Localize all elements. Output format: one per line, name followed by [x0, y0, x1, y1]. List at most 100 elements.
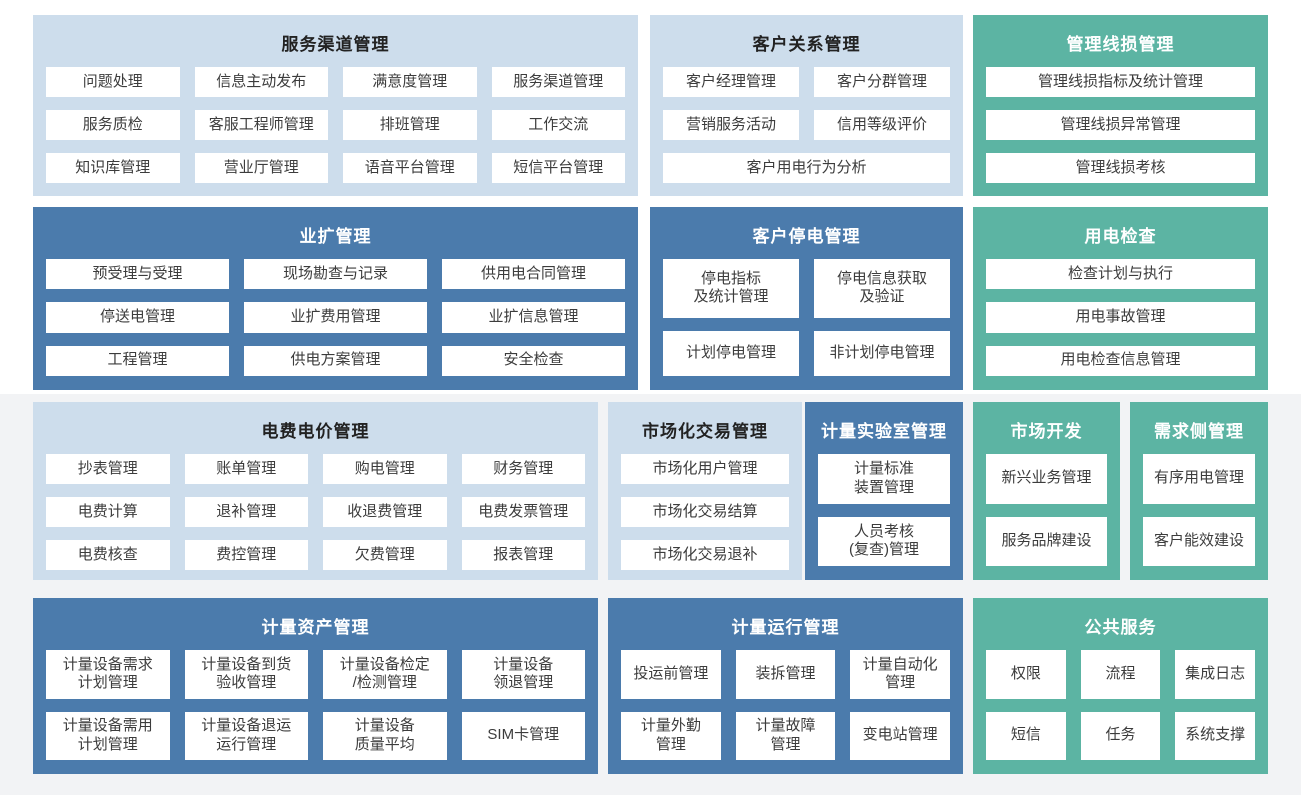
module-card: 现场勘查与记录	[244, 259, 427, 290]
module-card: 短信平台管理	[491, 153, 625, 183]
module-card: 抄表管理	[46, 454, 170, 484]
module-list: 新兴业务管理服务品牌建设	[973, 452, 1120, 580]
module-card: 购电管理	[323, 454, 447, 484]
module-card: 计量外勤 管理	[621, 711, 721, 760]
module-list: 检查计划与执行用电事故管理用电检查信息管理	[973, 257, 1268, 390]
block-metering-operation-mgmt: 计量运行管理 投运前管理装拆管理计量自动化 管理计量外勤 管理计量故障 管理变电…	[608, 598, 963, 774]
module-card: 客服工程师管理	[194, 110, 328, 140]
block-title: 公共服务	[1084, 617, 1157, 637]
module-card: 客户能效建设	[1143, 516, 1255, 566]
module-card: 装拆管理	[735, 650, 836, 699]
block-tariff-billing-mgmt: 电费电价管理 抄表管理账单管理购电管理财务管理电费计算退补管理收退费管理电费发票…	[33, 402, 598, 580]
module-list: 抄表管理账单管理购电管理财务管理电费计算退补管理收退费管理电费发票管理电费核查费…	[33, 452, 598, 584]
module-card: 系统支撑	[1175, 711, 1255, 760]
module-card: 营业厅管理	[194, 153, 328, 183]
block-title: 客户停电管理	[752, 226, 861, 246]
module-card: 计量设备退运 运行管理	[184, 711, 308, 760]
block-metering-lab-mgmt: 计量实验室管理 计量标准 装置管理人员考核 (复查)管理	[805, 402, 963, 580]
block-public-services: 公共服务 权限流程集成日志短信任务系统支撑	[973, 598, 1268, 774]
module-card: 服务渠道管理	[491, 67, 625, 97]
block-title: 计量资产管理	[261, 617, 370, 637]
module-card: 停电指标 及统计管理	[663, 259, 799, 318]
module-card: 流程	[1080, 650, 1161, 699]
module-card: 市场化交易结算	[621, 497, 789, 527]
module-card: 集成日志	[1175, 650, 1255, 699]
module-card: 新兴业务管理	[986, 454, 1107, 504]
module-card: 管理线损异常管理	[986, 110, 1255, 140]
module-card: 用电事故管理	[986, 302, 1255, 333]
block-market-transaction-mgmt: 市场化交易管理 市场化用户管理市场化交易结算市场化交易退补	[608, 402, 802, 580]
module-card: 用电检查信息管理	[986, 345, 1255, 376]
block-title: 计量实验室管理	[821, 421, 947, 441]
module-list: 管理线损指标及统计管理管理线损异常管理管理线损考核	[973, 65, 1268, 197]
block-customer-outage-mgmt: 客户停电管理 停电指标 及统计管理停电信息获取 及验证计划停电管理非计划停电管理	[650, 207, 963, 390]
module-card: 问题处理	[46, 67, 180, 97]
module-list: 客户经理管理客户分群管理营销服务活动信用等级评价客户用电行为分析	[650, 65, 963, 197]
block-title: 业扩管理	[299, 226, 372, 246]
module-card: 报表管理	[461, 540, 585, 570]
module-card: 计量设备 领退管理	[461, 650, 585, 699]
module-list: 投运前管理装拆管理计量自动化 管理计量外勤 管理计量故障 管理变电站管理	[608, 648, 963, 774]
block-metering-asset-mgmt: 计量资产管理 计量设备需求 计划管理计量设备到货 验收管理计量设备检定 /检测管…	[33, 598, 598, 774]
module-card: 服务质检	[46, 110, 180, 140]
module-list: 权限流程集成日志短信任务系统支撑	[973, 648, 1268, 774]
module-card: 计量设备需用 计划管理	[46, 711, 170, 760]
module-card: 计量设备到货 验收管理	[184, 650, 308, 699]
block-business-expansion-mgmt: 业扩管理 预受理与受理现场勘查与记录供用电合同管理停送电管理业扩费用管理业扩信息…	[33, 207, 638, 390]
block-power-inspection: 用电检查 检查计划与执行用电事故管理用电检查信息管理	[973, 207, 1268, 390]
block-service-channel-mgmt: 服务渠道管理 问题处理信息主动发布满意度管理服务渠道管理服务质检客服工程师管理排…	[33, 15, 638, 196]
block-title: 市场开发	[1010, 421, 1083, 441]
block-title: 管理线损管理	[1066, 34, 1175, 54]
module-card: 非计划停电管理	[814, 330, 950, 376]
module-card: 供电方案管理	[244, 345, 427, 376]
module-card: 营销服务活动	[663, 110, 799, 140]
module-card: 检查计划与执行	[986, 259, 1255, 290]
module-card: 欠费管理	[323, 540, 447, 570]
module-card: 客户分群管理	[814, 67, 950, 97]
module-card: 有序用电管理	[1143, 454, 1255, 504]
module-card: 电费发票管理	[461, 497, 585, 527]
block-title: 服务渠道管理	[281, 34, 390, 54]
module-list: 预受理与受理现场勘查与记录供用电合同管理停送电管理业扩费用管理业扩信息管理工程管…	[33, 257, 638, 390]
module-card: 计量设备检定 /检测管理	[323, 650, 447, 699]
module-card: 语音平台管理	[343, 153, 477, 183]
module-card: 业扩信息管理	[442, 302, 625, 333]
module-card: 计量设备 质量平均	[323, 711, 447, 760]
module-card: 费控管理	[184, 540, 308, 570]
module-card: 预受理与受理	[46, 259, 229, 290]
block-customer-relationship-mgmt: 客户关系管理 客户经理管理客户分群管理营销服务活动信用等级评价客户用电行为分析	[650, 15, 963, 196]
block-title: 客户关系管理	[752, 34, 861, 54]
block-title: 计量运行管理	[731, 617, 840, 637]
module-card: 业扩费用管理	[244, 302, 427, 333]
module-card: 电费计算	[46, 497, 170, 527]
block-title: 用电检查	[1084, 226, 1157, 246]
module-card: 计量设备需求 计划管理	[46, 650, 170, 699]
module-card: 满意度管理	[343, 67, 477, 97]
module-card: 市场化交易退补	[621, 540, 789, 570]
module-list: 市场化用户管理市场化交易结算市场化交易退补	[608, 452, 802, 584]
block-title: 市场化交易管理	[642, 421, 768, 441]
module-card: 变电站管理	[850, 711, 950, 760]
module-card: 工程管理	[46, 345, 229, 376]
module-card: 工作交流	[491, 110, 625, 140]
module-card: 市场化用户管理	[621, 454, 789, 484]
module-card: 管理线损指标及统计管理	[986, 67, 1255, 97]
module-card: 管理线损考核	[986, 153, 1255, 183]
module-card: 计划停电管理	[663, 330, 799, 376]
module-list: 停电指标 及统计管理停电信息获取 及验证计划停电管理非计划停电管理	[650, 257, 963, 390]
module-card: 投运前管理	[621, 650, 721, 699]
module-card: 任务	[1080, 711, 1161, 760]
module-card: 收退费管理	[323, 497, 447, 527]
module-card: 人员考核 (复查)管理	[818, 516, 950, 566]
module-card: 信息主动发布	[194, 67, 328, 97]
module-card: 权限	[986, 650, 1066, 699]
module-list: 计量标准 装置管理人员考核 (复查)管理	[805, 452, 963, 580]
module-card: 服务品牌建设	[986, 516, 1107, 566]
module-list: 计量设备需求 计划管理计量设备到货 验收管理计量设备检定 /检测管理计量设备 领…	[33, 648, 598, 774]
module-card: 财务管理	[461, 454, 585, 484]
module-card: 客户用电行为分析	[663, 153, 950, 183]
module-card: 客户经理管理	[663, 67, 799, 97]
module-card: 信用等级评价	[814, 110, 950, 140]
module-card: 排班管理	[343, 110, 477, 140]
